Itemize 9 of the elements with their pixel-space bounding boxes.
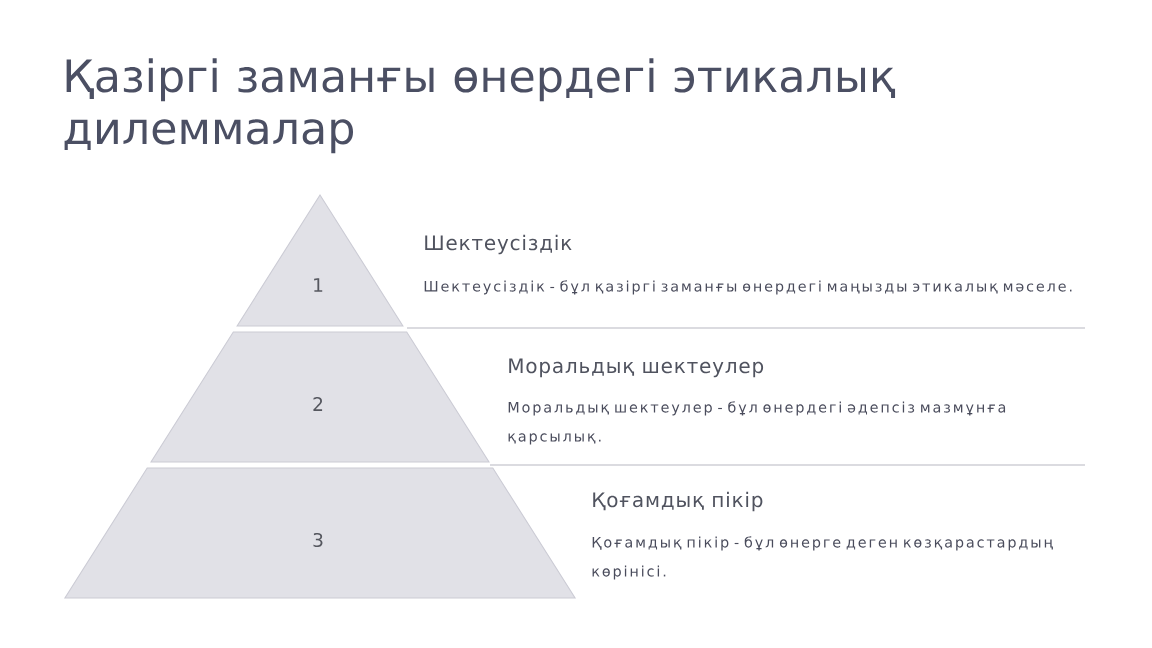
description: Шектеусіздік - бұл қазіргі заманғы өнердегі маңызды этикалық мәселе. [424, 280, 1072, 295]
heading: Шектеусіздік [425, 234, 572, 255]
pyramid-level: 2 [150, 331, 490, 463]
description: Моральдық шектеулер - бұл өнердегі әдепсіз мазмұнға қарсылық. [508, 401, 1006, 445]
heading: Қоғамдық пікір [593, 491, 763, 512]
pyramid-level: 1 [236, 194, 404, 327]
description: Қоғамдық пікір - бұл өнерге деген көзқарастардың көрінісі. [592, 536, 1053, 580]
title: Қазіргі заманғы өнердегі этикалық дилеммалар [64, 58, 896, 154]
heading: Моральдық шектеулер [509, 358, 764, 378]
